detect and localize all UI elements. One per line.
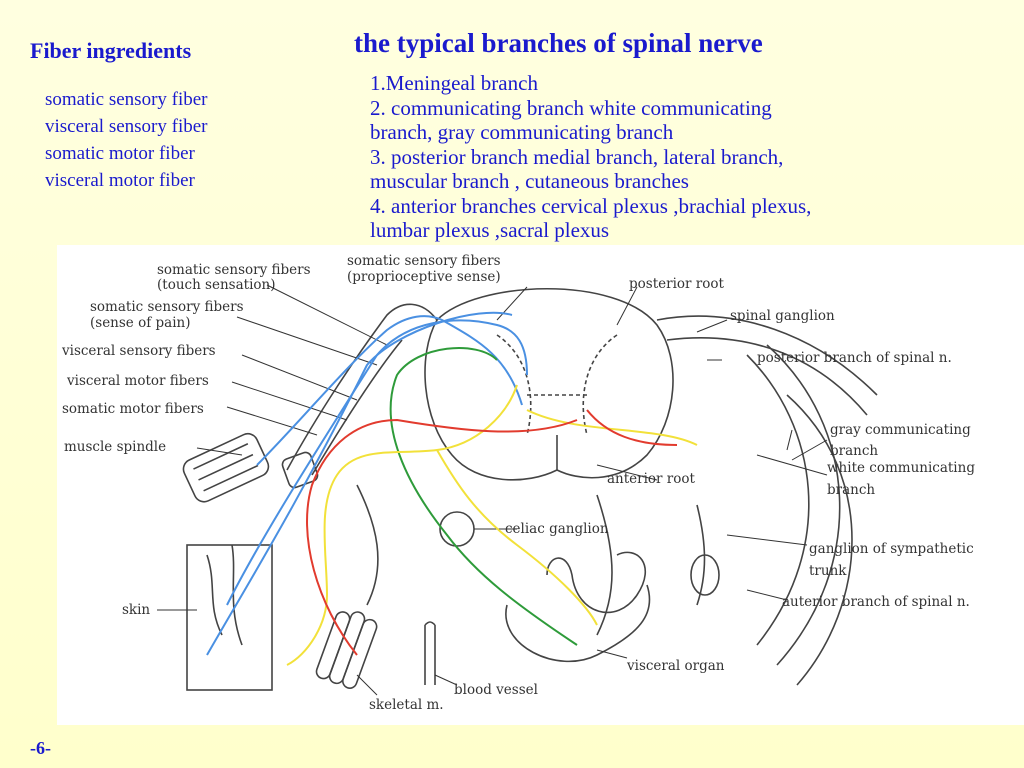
anterior-branch-outline — [746, 354, 810, 646]
anatomy-outlines — [157, 284, 878, 696]
skin-layers — [206, 544, 243, 646]
label-celiac-ganglion: celiac ganglion — [505, 521, 609, 537]
fiber-item: visceral motor fiber — [45, 170, 195, 191]
label-ss-pain: somatic sensory fibers — [90, 299, 244, 315]
branch-line: lumbar plexus ,sacral plexus — [370, 218, 610, 242]
spinal-cord-outline — [424, 288, 674, 481]
branch-line: 4. anterior branches cervical plexus ,br… — [370, 193, 812, 218]
label-sympathetic: ganglion of sympathetic — [809, 541, 974, 557]
label-blood-vessel: blood vessel — [454, 682, 538, 698]
label-anterior-branch: auterior branch of spinal n. — [782, 594, 970, 610]
somatic-sensory-fiber — [206, 311, 513, 656]
label-skeletal: skeletal m. — [369, 697, 444, 713]
fiber-paths — [206, 311, 698, 666]
label-posterior-root: posterior root — [629, 276, 724, 292]
somatic-sensory-fiber — [256, 315, 523, 466]
label-ss-prop: somatic sensory fibers — [347, 253, 501, 269]
diagram-svg: somatic sensory fibers (touch sensation)… — [61, 253, 975, 713]
label-posterior-branch: posterior branch of spinal n. — [757, 350, 952, 366]
nerve-trunk-outline — [286, 303, 438, 471]
fiber-ingredients-title: Fiber ingredients — [30, 38, 192, 63]
label-ss-touch: somatic sensory fibers — [157, 262, 311, 278]
celiac-ganglion — [439, 511, 475, 547]
label-spinal-ganglion: spinal ganglion — [730, 308, 835, 324]
label-white-comm: white communicating — [827, 460, 975, 476]
posterior-branch-outline — [656, 315, 878, 396]
nerve-trunk-outline-2 — [311, 339, 403, 476]
anterior-branch-outline-2 — [766, 344, 841, 666]
label-gray-comm: branch — [830, 443, 878, 459]
branch-list: 1.Meningeal branch 2. communicating bran… — [370, 71, 1010, 243]
label-visceral-motor: visceral motor fibers — [66, 373, 209, 389]
visceral-sensory-fiber — [389, 347, 578, 646]
branch-line: branch, gray communicating branch — [370, 120, 674, 144]
gray-matter — [496, 334, 618, 436]
label-gray-comm: gray communicating — [830, 422, 971, 438]
visceral-motor-fiber — [526, 409, 698, 446]
label-ss-touch: (touch sensation) — [157, 277, 275, 293]
sympathetic-ganglion — [690, 554, 720, 596]
stomach — [505, 551, 651, 663]
somatic-motor-fiber — [306, 409, 678, 656]
diagram-labels: somatic sensory fibers (touch sensation)… — [61, 253, 975, 713]
fiber-ingredients-list: somatic sensory fiber visceral sensory f… — [45, 86, 208, 194]
branch-line: 1.Meningeal branch — [370, 71, 538, 95]
label-muscle-spindle: muscle spindle — [64, 439, 166, 455]
slide-title: the typical branches of spinal nerve — [354, 28, 763, 58]
label-visceral-sensory: visceral sensory fibers — [61, 343, 216, 359]
branch-line: muscular branch , cutaneous branches — [370, 169, 689, 193]
muscle-spindle — [182, 432, 270, 503]
body-wall-arc — [786, 394, 853, 686]
leader-lines — [157, 284, 828, 696]
fiber-item: somatic sensory fiber — [45, 89, 208, 110]
label-anterior-root: anterior root — [607, 471, 696, 487]
page-number: -6- — [30, 738, 51, 758]
vertebral-outline — [356, 484, 613, 636]
label-ss-prop: (proprioceptive sense) — [347, 269, 501, 285]
spinal-nerve-diagram: somatic sensory fibers (touch sensation)… — [57, 245, 1024, 725]
label-ss-pain: (sense of pain) — [90, 315, 190, 331]
label-skin: skin — [122, 602, 150, 618]
visceral-motor-fiber — [286, 384, 518, 666]
visceral-motor-fiber — [436, 449, 598, 626]
branch-line: 3. posterior branch medial branch, later… — [370, 144, 784, 169]
fiber-item: somatic motor fiber — [45, 143, 195, 164]
somatic-sensory-fiber — [226, 319, 528, 606]
label-white-comm: branch — [827, 482, 875, 498]
blood-vessel — [424, 621, 436, 685]
label-visceral-organ: visceral organ — [626, 658, 725, 674]
label-sympathetic: trunk — [809, 563, 847, 579]
posterior-branch-outline-2 — [666, 337, 868, 416]
label-somatic-motor: somatic motor fibers — [62, 401, 204, 417]
skin-block — [186, 544, 273, 691]
fiber-item: visceral sensory fiber — [45, 116, 208, 137]
sympathetic-trunk — [696, 504, 706, 606]
branch-line: 2. communicating branch white communicat… — [370, 95, 772, 120]
